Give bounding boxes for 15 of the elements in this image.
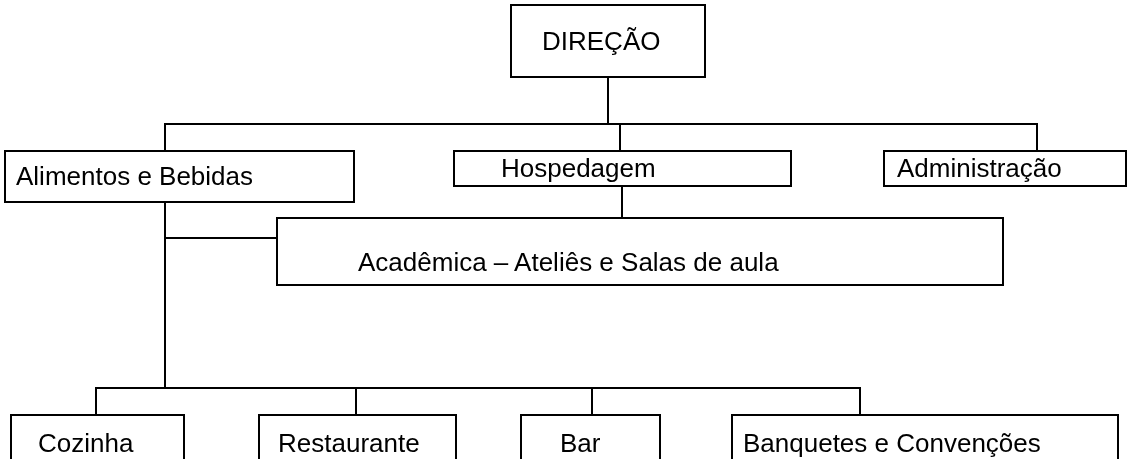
unit-label: Cozinha <box>38 428 134 459</box>
org-unit-box <box>4 150 355 203</box>
unit-label: DIREÇÃO <box>542 25 661 57</box>
unit-label: Alimentos e Bebidas <box>16 161 254 192</box>
unit-label: Administração <box>897 153 1062 184</box>
unit-label: Banquetes e Convenções <box>743 428 1041 459</box>
connector-line <box>621 186 623 218</box>
org-unit-box <box>453 150 792 187</box>
org-unit-box <box>276 217 1004 286</box>
unit-label: Acadêmica – Ateliês e Salas de aula <box>358 247 779 278</box>
unit-label: Hospedagem <box>501 153 656 184</box>
unit-label: Restaurante <box>278 428 420 459</box>
org-unit-box <box>883 150 1127 187</box>
org-unit-box <box>510 4 706 78</box>
unit-label: Bar <box>560 428 601 459</box>
